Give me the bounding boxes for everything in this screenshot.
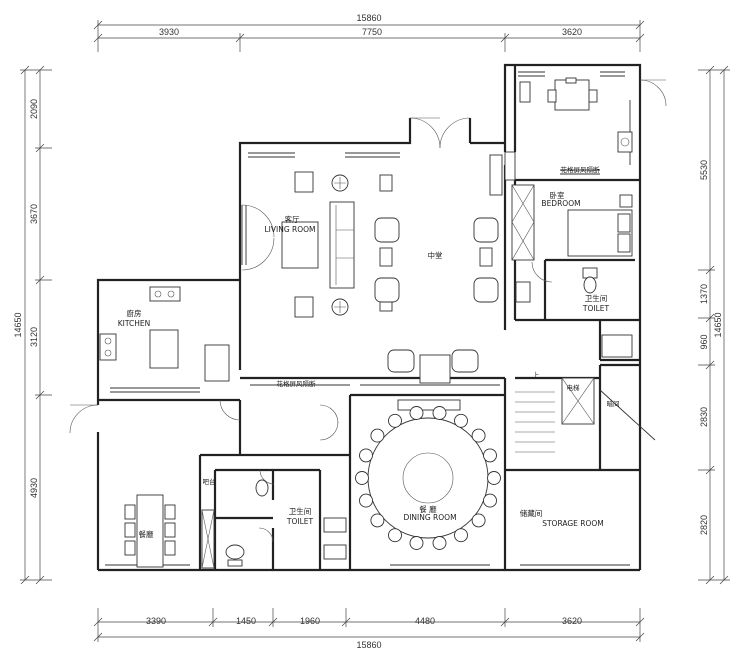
stair-elevator [515, 377, 656, 453]
label-stair-up-cn: 上 [533, 370, 540, 379]
label-kitchen-en: KITCHEN [118, 319, 151, 328]
dim-right-seg-2: 1370 [699, 284, 709, 304]
label-bedroom-en: BEDROOM [541, 199, 580, 208]
label-living-en: LIVING ROOM [264, 225, 315, 234]
dim-bottom-seg-5: 3620 [562, 616, 582, 626]
dim-bottom-seg-4: 4480 [415, 616, 435, 626]
windows [105, 71, 631, 566]
room-labels: 客厅 LIVING ROOM 中堂 廚房 KITCHEN 卧室 BEDROOM … [118, 165, 620, 539]
label-screen-mid-cn: 花格屏风隔断 [277, 379, 317, 388]
label-elevator-cn: 电梯 [567, 383, 581, 392]
label-bar-cn: 吧台 [203, 477, 216, 486]
dim-bottom-seg-1: 3390 [146, 616, 166, 626]
dim-left-seg-2: 3670 [29, 204, 39, 224]
dining-chair [483, 448, 497, 463]
dim-bottom-seg-2: 1450 [236, 616, 256, 626]
dim-right-seg-4: 2830 [699, 407, 709, 427]
label-kitchen-cn: 廚房 [127, 308, 142, 318]
hall-chairs [374, 154, 503, 384]
dim-right-total: 14650 [713, 312, 723, 337]
dining-chair [370, 428, 385, 443]
label-toilet-mid-en: TOILET [286, 517, 314, 526]
dining-chair [409, 536, 424, 550]
dim-bottom-total: 15860 [356, 640, 381, 650]
dim-right-seg-3: 960 [699, 334, 709, 349]
label-living-cn: 客厅 [285, 214, 300, 224]
dining-chair [359, 493, 373, 508]
dining-chair [471, 513, 486, 528]
label-toilet-right-en: TOILET [582, 304, 610, 313]
dining-chair [454, 528, 468, 543]
label-toilet-mid-cn: 卫生间 [289, 506, 312, 516]
label-hall-cn: 中堂 [428, 250, 443, 260]
dining-chair [471, 428, 486, 443]
exterior-walls [96, 63, 642, 572]
dimension-top: 15860 3930 7750 3620 [93, 13, 645, 52]
dining-chair [432, 536, 447, 550]
dining-chair [454, 413, 468, 428]
dim-bottom-seg-3: 1960 [300, 616, 320, 626]
dining-chair [487, 471, 501, 485]
desk-set [504, 77, 633, 181]
dining-round-table [355, 399, 501, 550]
dining-chair [388, 413, 402, 428]
living-room-furniture [281, 171, 393, 318]
label-dining-cn: 餐 廳 [419, 504, 437, 514]
label-dark-room-cn: 暗间 [607, 399, 620, 408]
dining-chair [359, 448, 373, 463]
label-storage-cn: 储藏间 [520, 508, 543, 518]
dining-chairs [355, 406, 501, 550]
dimension-bottom: 3390 1450 1960 4480 3620 15860 [93, 608, 645, 650]
dim-left-seg-4: 4930 [29, 478, 39, 498]
kitchen-fixtures [99, 286, 230, 382]
dim-top-seg-3: 3620 [562, 27, 582, 37]
dimension-left: 14650 2090 3670 3120 4930 [13, 65, 52, 585]
label-bedroom-cn: 卧室 [550, 190, 565, 200]
toilet-mid-fixtures [201, 479, 347, 569]
dim-top-seg-2: 7750 [362, 27, 382, 37]
dim-left-seg-1: 2090 [29, 99, 39, 119]
label-dining-en: DINING ROOM [403, 513, 456, 522]
dim-left-total: 14650 [13, 312, 23, 337]
label-screen-top-cn: 花格屏风隔断 [561, 165, 601, 174]
label-toilet-right-cn: 卫生间 [585, 293, 608, 303]
dim-top-total: 15860 [356, 13, 381, 23]
dining-chair [388, 528, 402, 543]
dining-chair [432, 406, 447, 420]
right-toilet-fixtures [515, 267, 633, 358]
dim-right-seg-5: 2820 [699, 515, 709, 535]
label-storage-en: STORAGE ROOM [542, 519, 604, 528]
dim-left-seg-3: 3120 [29, 327, 39, 347]
dining-chair [355, 471, 369, 485]
dining-chair [370, 513, 385, 528]
interior-walls [98, 65, 640, 570]
dimension-right: 5530 1370 960 2830 2820 14650 [698, 65, 730, 585]
doors [69, 79, 667, 543]
dim-right-seg-1: 5530 [699, 160, 709, 180]
label-dining-left-cn: 餐廳 [139, 529, 154, 539]
dining-chair [483, 493, 497, 508]
bedroom-bed [511, 184, 633, 261]
dim-top-seg-1: 3930 [159, 27, 179, 37]
dining-chair [409, 406, 424, 420]
left-dining-table [124, 494, 176, 568]
